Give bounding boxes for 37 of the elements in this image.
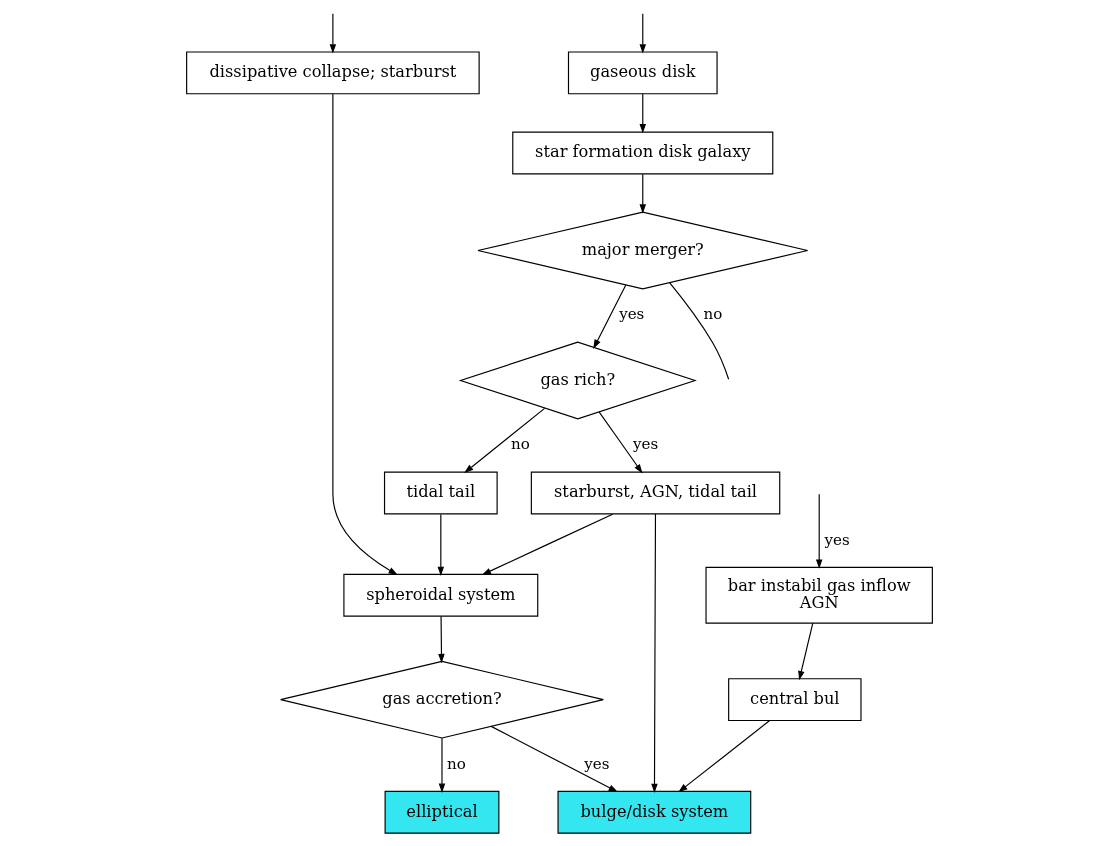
- arrow: [481, 513, 613, 576]
- edge-label: no: [446, 754, 466, 773]
- node-box: bulge/disk system: [556, 790, 751, 834]
- arrow: [598, 411, 643, 474]
- arrow: [329, 13, 336, 54]
- node-box: elliptical: [384, 790, 499, 834]
- edge-label: yes: [583, 754, 610, 773]
- arrow: [677, 720, 770, 793]
- arrow: [438, 737, 445, 793]
- arrow: [815, 493, 822, 569]
- edge-label: no: [510, 435, 530, 454]
- node-box: gaseous disk: [567, 51, 718, 95]
- arrow: [437, 513, 444, 576]
- arrow: [639, 173, 646, 214]
- node-box: starburst, AGN, tidal tail: [530, 471, 780, 515]
- node-box: star formation disk galaxy: [511, 131, 773, 175]
- node-box: dissipative collapse; starburst: [185, 51, 480, 95]
- arrow: [797, 622, 813, 681]
- arrow: [331, 93, 398, 576]
- edge-label: yes: [618, 305, 644, 324]
- node-box: tidal tail: [383, 471, 498, 515]
- edge-label: yes: [824, 530, 850, 549]
- arrow: [437, 615, 445, 664]
- arrow: [639, 13, 646, 54]
- arrow: [490, 725, 618, 793]
- connector: [668, 282, 729, 380]
- node-box: bar instabil gas inflow AGN: [704, 566, 933, 624]
- node-diamond: major merger?: [476, 211, 808, 290]
- arrow: [592, 284, 626, 349]
- edge-label: yes: [632, 435, 658, 454]
- node-box: spheroidal system: [342, 573, 538, 617]
- node-diamond: gas accretion?: [279, 660, 604, 739]
- arrow: [463, 407, 545, 474]
- arrow: [650, 513, 658, 793]
- arrow: [639, 93, 646, 134]
- node-box: central bul: [727, 678, 862, 722]
- edge-label: no: [703, 305, 722, 324]
